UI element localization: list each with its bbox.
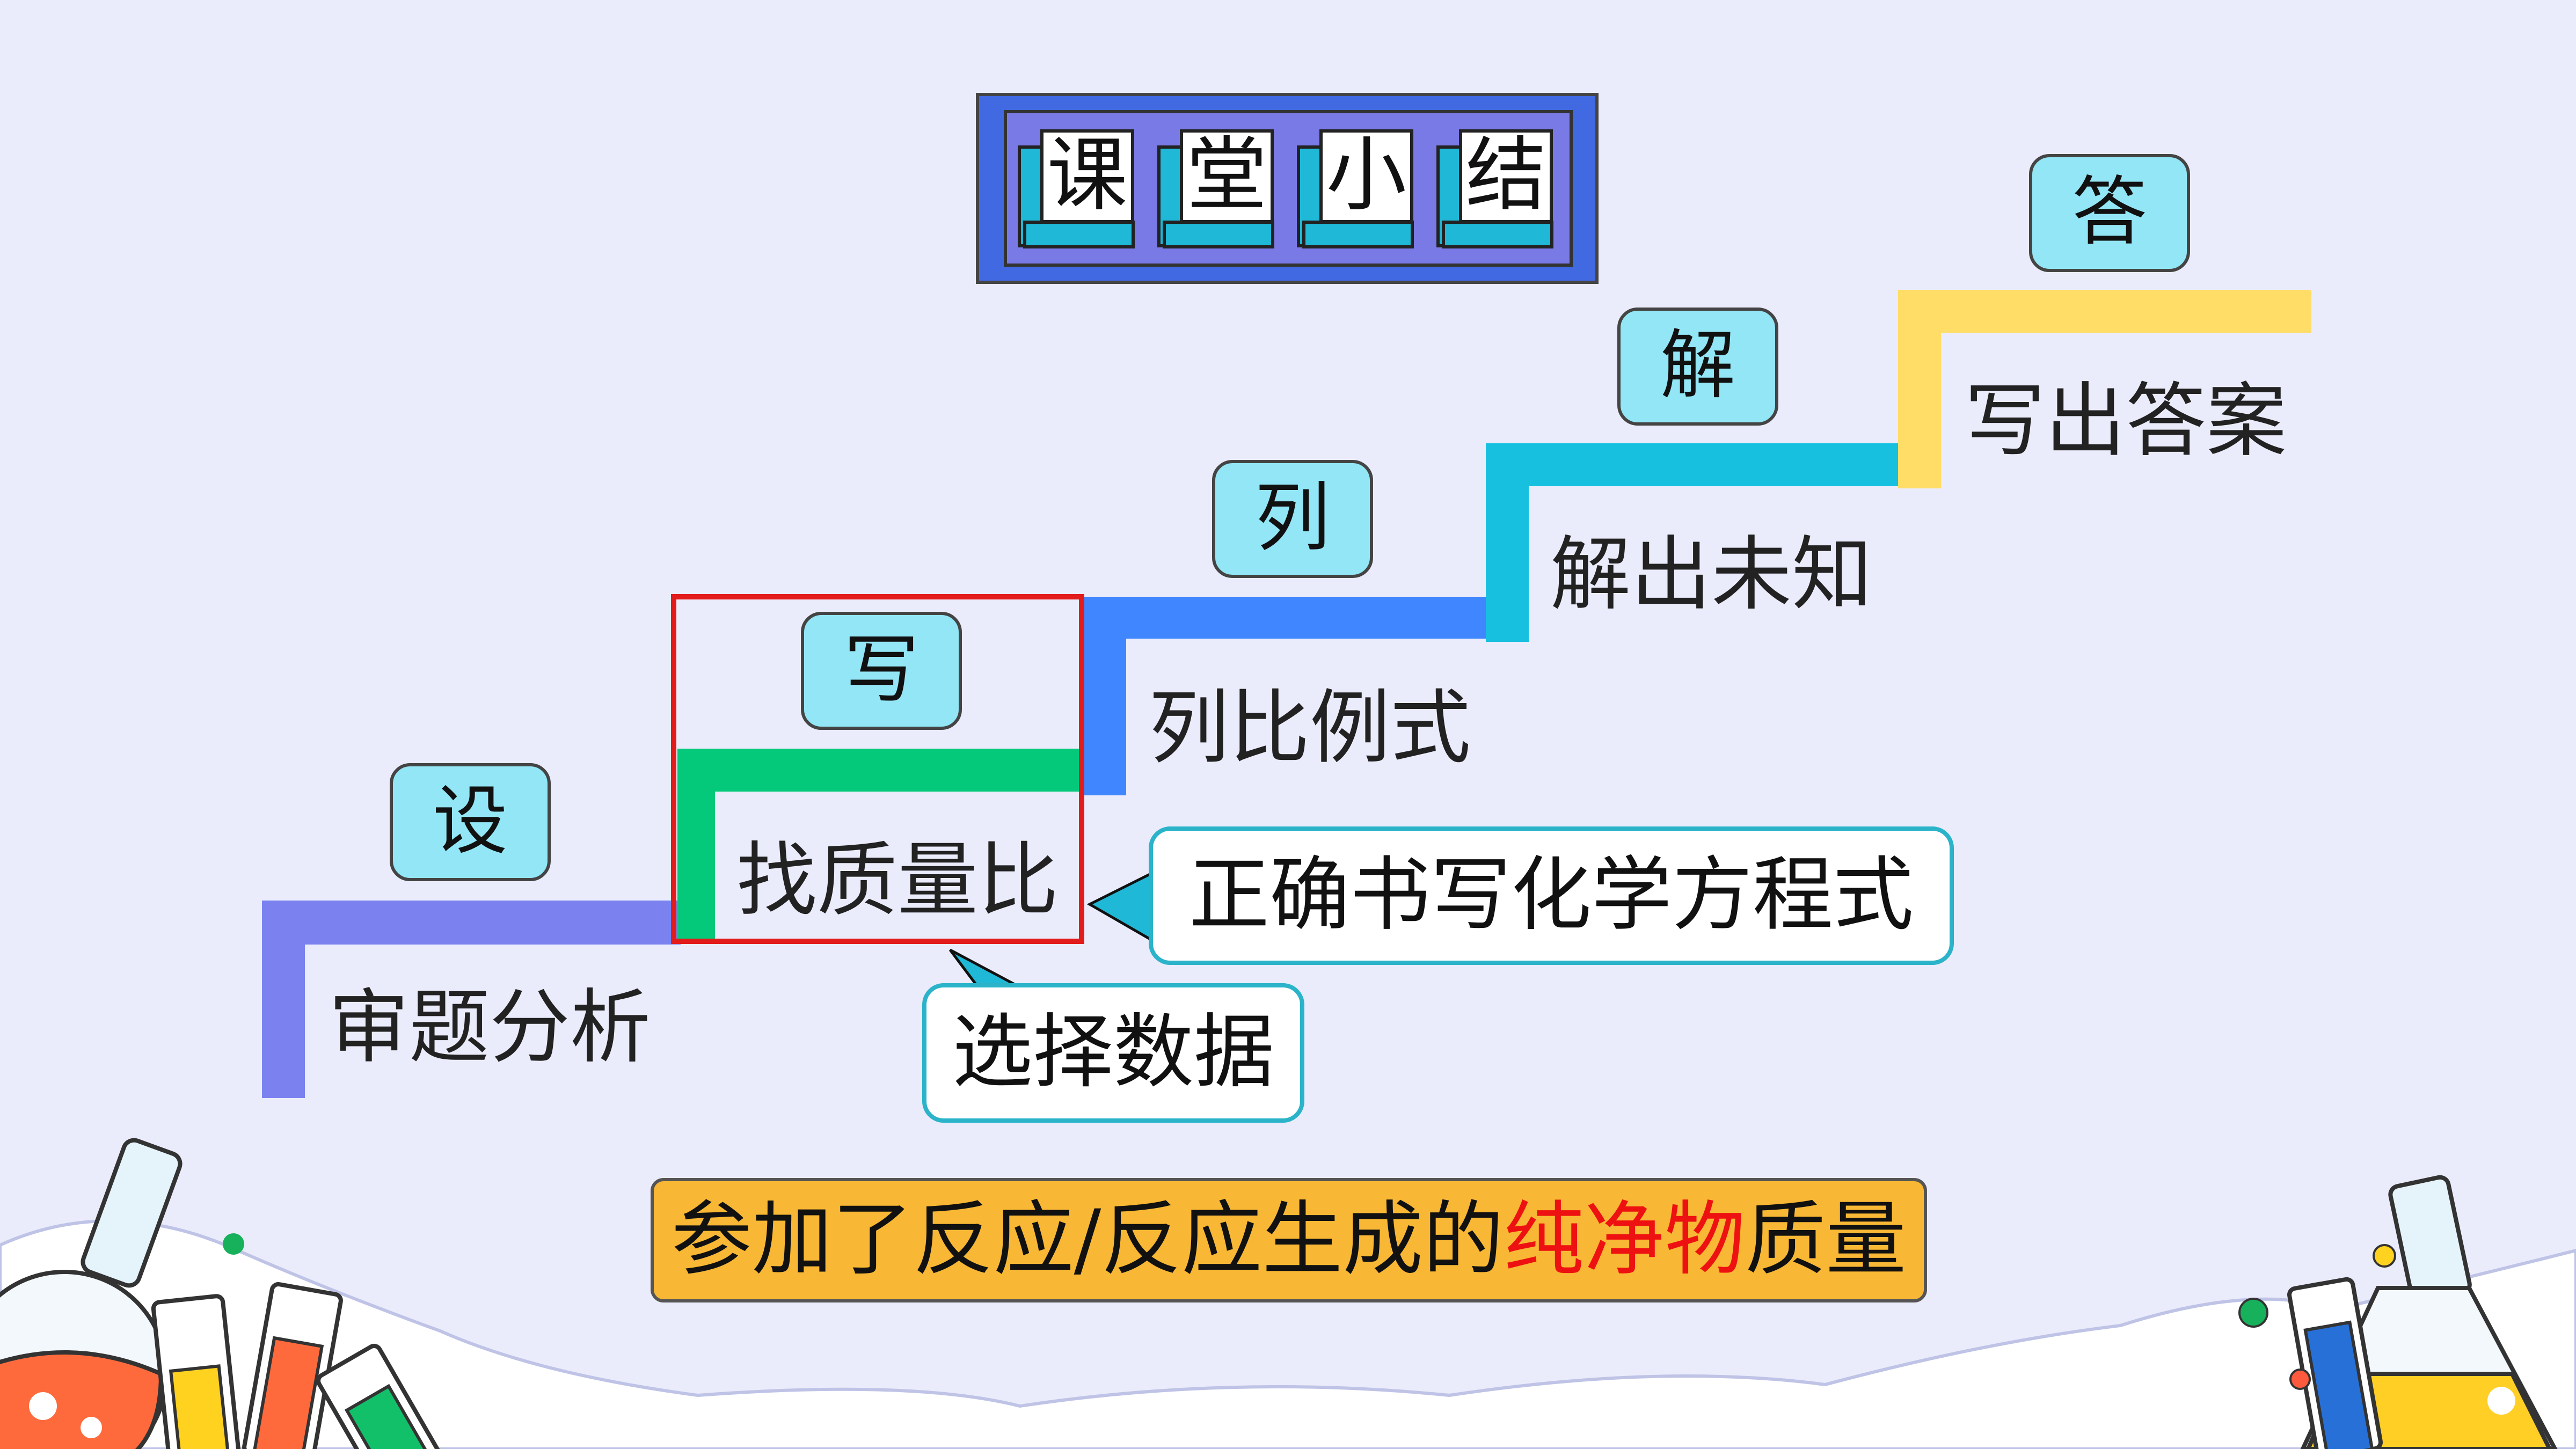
title-banner: 课 堂 小 结 [976,93,1599,284]
note-prefix: 参加了反应/反应生成的 [671,1193,1504,1286]
step-2-bar-horizontal [677,749,1085,792]
note-suffix: 质量 [1745,1193,1907,1286]
data-callout: 选择数据 [922,983,1304,1123]
bubble-green-right [2238,1298,2268,1328]
title-char: 堂 [1180,129,1274,223]
step-4-label: 解 [1617,308,1778,426]
note-highlight: 纯净物 [1504,1193,1746,1286]
step-1-bar-vertical [262,901,305,1098]
step-3-bar-vertical [1084,597,1126,795]
bubble-yellow-right [2373,1244,2396,1268]
flask-left-icon [0,1138,183,1449]
step-5-bar-vertical [1898,290,1941,488]
bubble-green-left [223,1233,244,1255]
step-3-label: 列 [1212,460,1373,578]
step-2-text: 找质量比 [736,834,1059,927]
step-4-text: 解出未知 [1550,528,1873,621]
bubble-red-right [2289,1368,2311,1390]
highlight-box [671,594,1084,944]
title-cube-4: 结 [1436,129,1555,253]
test-tube-green-icon [316,1343,441,1449]
step-1-bar-horizontal [262,901,681,945]
title-char: 课 [1040,129,1134,223]
step-4-bar-vertical [1486,443,1529,642]
title-cube-1: 课 [1018,129,1136,253]
test-tube-orange-icon [242,1282,343,1449]
title-cube-2: 堂 [1157,129,1275,253]
cloud-ground [0,1219,2576,1449]
step-5-text: 写出答案 [1965,375,2287,468]
step-2-label: 写 [801,612,962,730]
step-3-bar-horizontal [1084,597,1492,639]
equation-callout: 正确书写化学方程式 [1149,826,1954,965]
title-inner: 课 堂 小 结 [1004,110,1573,267]
test-tube-blue-icon [2287,1277,2383,1449]
step-5-label: 答 [2029,154,2190,272]
step-1-label: 设 [390,763,551,881]
test-tube-yellow-icon [151,1294,241,1449]
title-char: 小 [1319,129,1413,223]
title-char: 结 [1459,129,1553,223]
step-3-text: 列比例式 [1149,682,1471,775]
step-5-bar-horizontal [1898,290,2311,333]
step-2-bar-vertical [677,749,715,942]
note-box: 参加了反应/反应生成的纯净物质量 [651,1178,1927,1302]
title-cube-3: 小 [1297,129,1415,253]
step-4-bar-horizontal [1486,443,1899,486]
step-1-text: 审题分析 [329,981,651,1074]
